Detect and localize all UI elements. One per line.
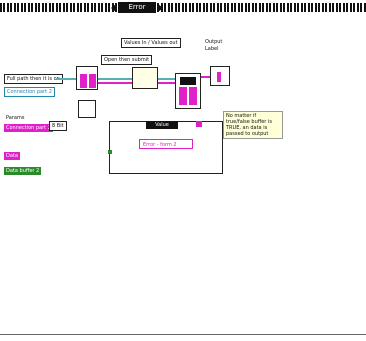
open-submit-label: Open then submit: [101, 55, 153, 65]
wire-split-out: [158, 78, 175, 80]
tunnel-right: [196, 121, 202, 127]
node-header: [180, 77, 196, 85]
indicator-bar: [217, 72, 221, 82]
path-label: Full path then it is on: [4, 74, 63, 84]
file-label: 8 Bit: [49, 121, 67, 131]
timer-node[interactable]: [78, 100, 96, 118]
data-indicator: Data: [4, 152, 20, 160]
values-label: Values In / Values out: [121, 38, 181, 48]
buffer-indicator: Data buffer 2: [4, 167, 42, 175]
node-terminal-right: [89, 74, 96, 88]
wire-error-2: [158, 82, 175, 84]
wire-error-out: [201, 76, 210, 78]
split-function-node[interactable]: [132, 67, 158, 89]
diagram-bottom-border: [0, 334, 366, 335]
comment-note: No matter if true/false buffer is TRUE, …: [223, 111, 283, 139]
node-terminal-b: [189, 87, 197, 105]
case-structure-header: Error: [0, 0, 366, 16]
inner-case-selector[interactable]: Value: [146, 121, 178, 129]
params-label: Params: [6, 115, 25, 121]
output-label: Output Label: [203, 38, 224, 54]
node-terminal-left: [80, 74, 87, 88]
write-function-node[interactable]: [175, 73, 201, 109]
connection-indicator: Connection part 2: [4, 87, 55, 97]
wire-path: [56, 78, 76, 80]
output-label-bottom: Label: [205, 46, 219, 52]
error-cluster-constant[interactable]: Error - form 2: [139, 139, 193, 149]
tunnel-left: [108, 150, 112, 154]
open-function-node[interactable]: [76, 66, 98, 90]
case-frame-border: [0, 3, 366, 12]
wire-open-out: [98, 78, 132, 80]
node-terminal-a: [179, 87, 187, 105]
error-indicator-left: Connection part 2: [4, 124, 53, 132]
output-indicator-node[interactable]: [210, 66, 230, 86]
wire-error-1: [98, 82, 132, 84]
case-selector[interactable]: Error: [111, 2, 163, 13]
output-label-top: Output: [205, 39, 223, 45]
